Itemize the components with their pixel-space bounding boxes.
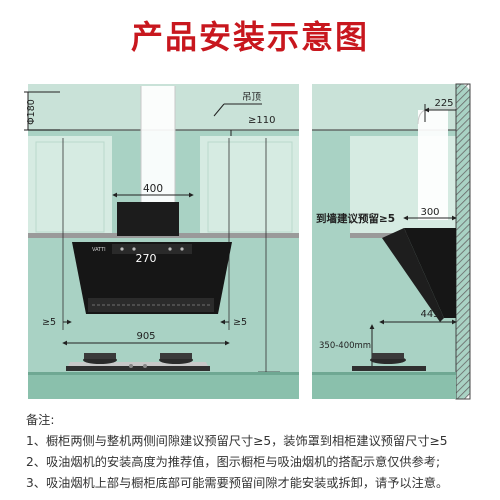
hood-brand: VATTI [92,247,106,253]
hood-side-glass [382,228,444,322]
cabinet-left [28,136,112,236]
ceiling-gap-label: ≥110 [248,115,275,126]
width-bottom-label: 905 [136,331,155,342]
hood-control-strip [112,244,192,254]
cabinet-right [200,136,299,236]
ceiling-label: 吊顶 [242,92,262,103]
hood-top-width-label: 300 [420,207,439,218]
front-counter [28,372,299,399]
cabinet-right-door [207,141,293,233]
notes-heading: 备注: [26,413,55,427]
hood-side-body [404,228,456,318]
wall-gap-label: 到墙建议预留≥5 [316,212,395,225]
side-view: 225 300 到墙建议预留≥5 445 350-400mm [312,83,471,400]
cabinet-left-door [35,141,105,233]
width-top-label: 400 [143,183,163,195]
note-item: 2、吸油烟机的安装高度为推荐值，图示橱柜与吸油烟机的搭配示意仅供参考; [26,455,441,469]
side-stove [352,353,426,371]
hood-depth-label: 445 [420,309,439,320]
hood-grille [88,298,214,312]
note-item: 3、吸油烟机上部与橱柜底部可能需要预留间隙才能安装或拆卸，请予以注意。 [26,476,449,490]
gap-left-label: ≥5 [42,317,56,328]
wall-offset-label: 225 [434,98,453,109]
page-title: 产品安装示意图 [130,18,369,56]
hood-top-box [117,202,179,236]
duct-dia-label: Φ180 [26,99,37,125]
hood-panel-value: 270 [136,252,157,265]
front-view: Φ180 吊顶 ≥110 400 VATTI 270 ≥5 ≥5 [24,84,299,399]
side-counter [312,372,456,399]
wall-section [456,84,470,399]
gap-right-label: ≥5 [233,317,247,328]
hood-front-body [72,242,232,314]
height-label: 350-400mm [319,341,371,351]
notes-section: 备注: 1、橱柜两侧与整机两侧间隙建议预留尺寸≥5，装饰罩到相柜建议预留尺寸≥5… [26,410,496,494]
side-duct [418,110,448,220]
gas-stove [66,353,210,371]
note-item: 1、橱柜两侧与整机两侧间隙建议预留尺寸≥5，装饰罩到相柜建议预留尺寸≥5 [26,434,448,448]
